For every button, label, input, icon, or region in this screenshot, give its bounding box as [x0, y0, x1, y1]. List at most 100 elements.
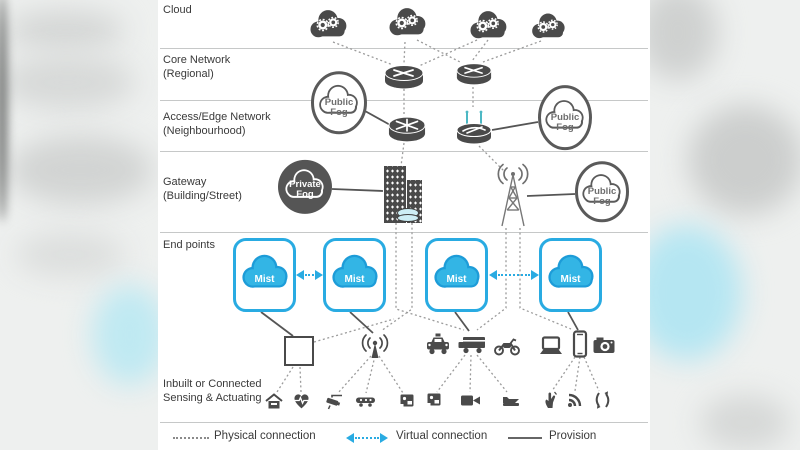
background-blob: [15, 232, 125, 277]
public-fog-node: Public Fog: [537, 85, 593, 152]
mist-label: Mist: [344, 274, 365, 285]
fog-label-line: Public: [587, 186, 617, 197]
layer-separator: [160, 48, 648, 49]
building-icon: [380, 166, 426, 224]
core-router-icon: [384, 64, 424, 90]
layer-separator: [160, 232, 648, 233]
arrow-right-icon: [315, 270, 323, 280]
motorcycle-icon: [494, 336, 520, 356]
cell-tower-icon: [495, 160, 531, 228]
layer-label-text: Gateway: [163, 176, 207, 188]
gateway-box-icon: [284, 336, 314, 366]
dotted-line: [355, 437, 379, 439]
fog-label: Private Fog: [289, 180, 321, 200]
fog-label-line: Public: [324, 97, 354, 108]
rss-icon: [566, 391, 584, 409]
layer-label-cloud: Cloud: [163, 3, 192, 17]
edge-router-icon: [388, 114, 426, 144]
fog-label-line: Fog: [593, 196, 611, 207]
legend-virtual-label: Virtual connection: [396, 430, 488, 442]
background-blob: [638, 0, 718, 80]
smartphone-icon: [571, 330, 589, 358]
fog-label-line: Public: [550, 112, 580, 123]
virtual-connection-arrow: [489, 269, 539, 281]
arrow-left-icon: [489, 270, 497, 280]
layer-label-sensing: Inbuilt or Connected Sensing & Actuating: [163, 377, 261, 405]
background-blob: [0, 55, 135, 110]
dotted-line: [498, 274, 530, 276]
private-fog-node: Private Fog: [277, 159, 333, 216]
layer-label-text: (Regional): [163, 68, 214, 80]
smart-home-icon: [264, 392, 284, 410]
legend-physical-label: Physical connection: [214, 430, 316, 442]
laptop-icon: [538, 336, 564, 356]
background-blob: [5, 10, 125, 50]
layer-label-text: End points: [163, 239, 215, 251]
arrow-right-icon: [531, 270, 539, 280]
mist-node: Mist: [233, 238, 296, 312]
background-blob: [700, 395, 790, 450]
mist-label: Mist: [446, 274, 467, 285]
arrow-left-icon: [346, 433, 354, 443]
gear-cloud-icon: [307, 7, 349, 43]
fog-label-line: Fog: [330, 107, 348, 118]
mist-node: Mist: [539, 238, 602, 312]
layer-label-core: Core Network (Regional): [163, 53, 230, 81]
layer-label-text: (Neighbourhood): [163, 125, 246, 137]
chip-module-icon: [398, 392, 416, 409]
hand-gesture-icon: [542, 390, 559, 409]
mist-label: Mist: [254, 274, 275, 285]
vehicle-sensor-icon: [355, 394, 376, 409]
layer-label-endpoints: End points: [163, 238, 215, 252]
layer-label-text: Access/Edge Network: [163, 111, 271, 123]
heart-rate-icon: [292, 391, 311, 410]
truck-icon: [458, 331, 486, 355]
physical-connection-sample: [173, 437, 209, 439]
dotted-line: [305, 274, 314, 276]
camera-icon: [593, 335, 615, 355]
chip-module-icon: [425, 391, 443, 408]
legend-provision-label: Provision: [549, 430, 597, 442]
layer-label-text: (Building/Street): [163, 190, 242, 202]
video-camera-icon: [460, 393, 481, 408]
gear-cloud-icon: [529, 11, 567, 43]
background-blob: [632, 225, 742, 360]
layer-label-text: Inbuilt or Connected: [163, 378, 262, 390]
fog-label-line: Fog: [296, 189, 314, 200]
mist-label: Mist: [560, 274, 581, 285]
fog-label-line: Fog: [556, 122, 574, 133]
scanner-icon: [501, 394, 521, 408]
gear-cloud-icon: [467, 8, 509, 44]
virtual-connection-sample: [346, 432, 388, 444]
background-blob: [8, 135, 153, 205]
taxi-icon: [426, 333, 450, 355]
shuffle-arrows-icon: [593, 390, 612, 410]
core-router-icon: [456, 62, 492, 86]
fog-label-line: Private: [289, 179, 321, 190]
cctv-icon: [325, 393, 344, 410]
fog-label: Public Fog: [325, 98, 354, 118]
fog-label: Public Fog: [551, 113, 580, 133]
arrow-right-icon: [380, 433, 388, 443]
layer-label-access: Access/Edge Network (Neighbourhood): [163, 110, 271, 138]
background-blob: [0, 0, 7, 222]
wireless-router-icon: [455, 108, 493, 148]
background-blob: [92, 285, 167, 385]
layer-label-text: Cloud: [163, 4, 192, 16]
access-point-icon: [360, 331, 390, 359]
mist-node: Mist: [323, 238, 386, 312]
layer-label-text: Core Network: [163, 54, 231, 66]
background-blob: [688, 105, 800, 215]
layer-separator: [160, 422, 648, 423]
fog-label: Public Fog: [588, 187, 617, 207]
database-disk-icon: [397, 214, 419, 222]
layer-label-gateway: Gateway (Building/Street): [163, 175, 242, 203]
public-fog-node: Public Fog: [574, 161, 630, 224]
gear-cloud-icon: [386, 5, 428, 41]
layer-label-text: Sensing & Actuating: [163, 392, 262, 404]
public-fog-node: Public Fog: [310, 71, 368, 136]
provision-sample: [508, 437, 542, 439]
virtual-connection-arrow: [296, 269, 323, 281]
mist-node: Mist: [425, 238, 488, 312]
